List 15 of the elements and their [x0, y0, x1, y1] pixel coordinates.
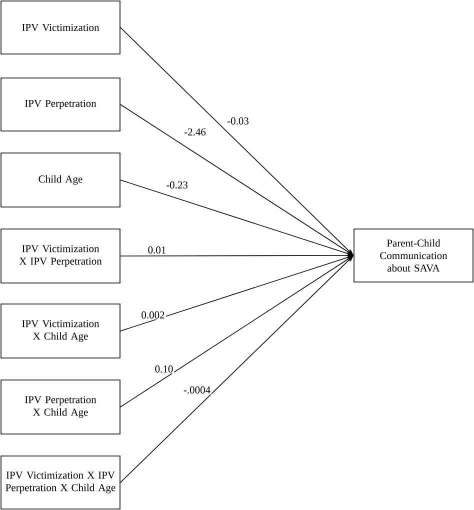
edge-label: -.0004: [182, 385, 212, 395]
variable-box: IPV Perpetration X Child Age: [0, 380, 120, 434]
variable-box: Parent-Child Communication about SAVA: [354, 228, 474, 282]
variable-box: IPV Victimization X Child Age: [0, 304, 120, 358]
variable-box: IPV Victimization: [0, 0, 120, 54]
variable-box: IPV Perpetration: [0, 78, 120, 132]
edge-label: 0.10: [154, 364, 174, 374]
edge-label: -2.46: [183, 127, 207, 137]
edge-label: 0.002: [140, 310, 166, 320]
variable-box: IPV Victimization X IPV Perpetration: [0, 228, 120, 284]
edge-label: 0.01: [146, 245, 168, 255]
variable-box: IPV Victimization X IPV Perpetration X Child Age: [0, 456, 120, 510]
edge-label: -0.23: [165, 180, 189, 190]
variable-box: Child Age: [0, 152, 120, 208]
edge-label: -0.03: [226, 116, 250, 126]
